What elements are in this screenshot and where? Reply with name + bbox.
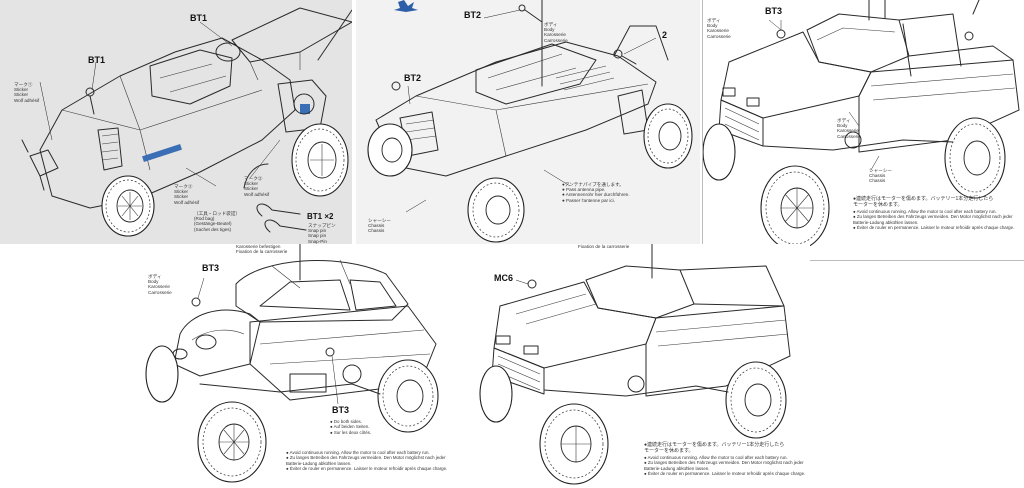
bt1-label-top: BT1 bbox=[190, 13, 208, 23]
buggy-2-drawing bbox=[367, 0, 693, 243]
body-label-3b: ボディ Body Karosserie Carrosserie bbox=[837, 118, 861, 139]
warning-5: ● Avoid continuous running. Allow the mo… bbox=[644, 455, 806, 477]
bt1-label-left: BT1 bbox=[88, 55, 106, 65]
sticker-label-left: マーク① Sticker Sticker Wolf adhésif bbox=[14, 82, 40, 103]
bt2-label-top: BT2 bbox=[464, 10, 482, 20]
antenna-note: ●アンテナパイプを通します。 ● Pass antenna pipe. ● An… bbox=[562, 182, 630, 203]
bt3-label-1: BT3 bbox=[765, 6, 783, 16]
both-sides-note: ● Do both sides. ● Auf beiden Seiten. ● … bbox=[330, 419, 372, 435]
jp-warning-3: ●連続走行はモーターを傷めます。バッテリー1本分走行したら モーターを休めます。 bbox=[853, 196, 994, 208]
bt2-label-mid: BT2 bbox=[404, 73, 422, 83]
bt3-label-top: BT3 bbox=[202, 263, 220, 273]
chassis-label-2: シャーシー Chassis Chassis bbox=[368, 218, 391, 234]
panel-buggy-1: BT1 BT1 マーク① Sticker Sticker Wolf adhési… bbox=[0, 0, 352, 244]
bt1-x2-label: BT1 ×2 bbox=[307, 212, 334, 221]
buggy-1-drawing bbox=[21, 7, 352, 237]
body-label-2: ボディ Body Karosserie Carrosserie bbox=[544, 22, 568, 43]
warning-3: ● Avoid continuous running. Allow the mo… bbox=[853, 209, 1015, 231]
body-label-4: ボディ Body Karosserie Carrosserie bbox=[148, 274, 172, 295]
pickup-2-drawing bbox=[479, 244, 791, 485]
tool-bag-label: 〔工具・ロッド袋詰〕 (Rod bag) (Gestänge-Beutel) (… bbox=[194, 211, 240, 232]
panel-pickup-2: Fixation de la carrosserie MC6 ●連続走行はモータ… bbox=[466, 244, 810, 488]
warning-4: ● Avoid continuous running. Allow the mo… bbox=[286, 450, 448, 472]
beetle-drawing bbox=[145, 244, 439, 483]
body-label-3: ボディ Body Karosserie Carrosserie bbox=[707, 18, 731, 39]
sticker-label-mid: マーク② Sticker Sticker Wolf adhésif bbox=[244, 176, 270, 197]
fix-body-caption: Karosserie befestigen Fixation de la car… bbox=[236, 244, 288, 255]
num-2-label: 2 bbox=[662, 30, 668, 40]
pickup-1-drawing bbox=[703, 0, 1020, 251]
snap-pin-label: スナップピン Snap pin Snap pin Snap-Pin bbox=[308, 223, 336, 244]
mc6-label: MC6 bbox=[494, 273, 514, 283]
panel-pickup-1: BT3 ボディ Body Karosserie Carrosserie ボディ … bbox=[702, 0, 1024, 261]
bt3-label-bottom: BT3 bbox=[332, 405, 350, 415]
chassis-label-3: シャーシー Chassis Chassis bbox=[869, 168, 892, 184]
sticker-label-bottom: マーク③ Sticker Sticker Wolf adhésif bbox=[174, 184, 200, 205]
fix-body-caption-2: Fixation de la carrosserie bbox=[578, 244, 630, 249]
panel-buggy-2: BT2 2 ボディ Body Karosserie Carrosserie BT… bbox=[356, 0, 700, 244]
panel-beetle: Karosserie befestigen Fixation de la car… bbox=[140, 244, 462, 488]
jp-warning-5: ●連続走行はモーターを傷めます。バッテリー1本分走行したら モーターを休めます。 bbox=[644, 442, 785, 454]
